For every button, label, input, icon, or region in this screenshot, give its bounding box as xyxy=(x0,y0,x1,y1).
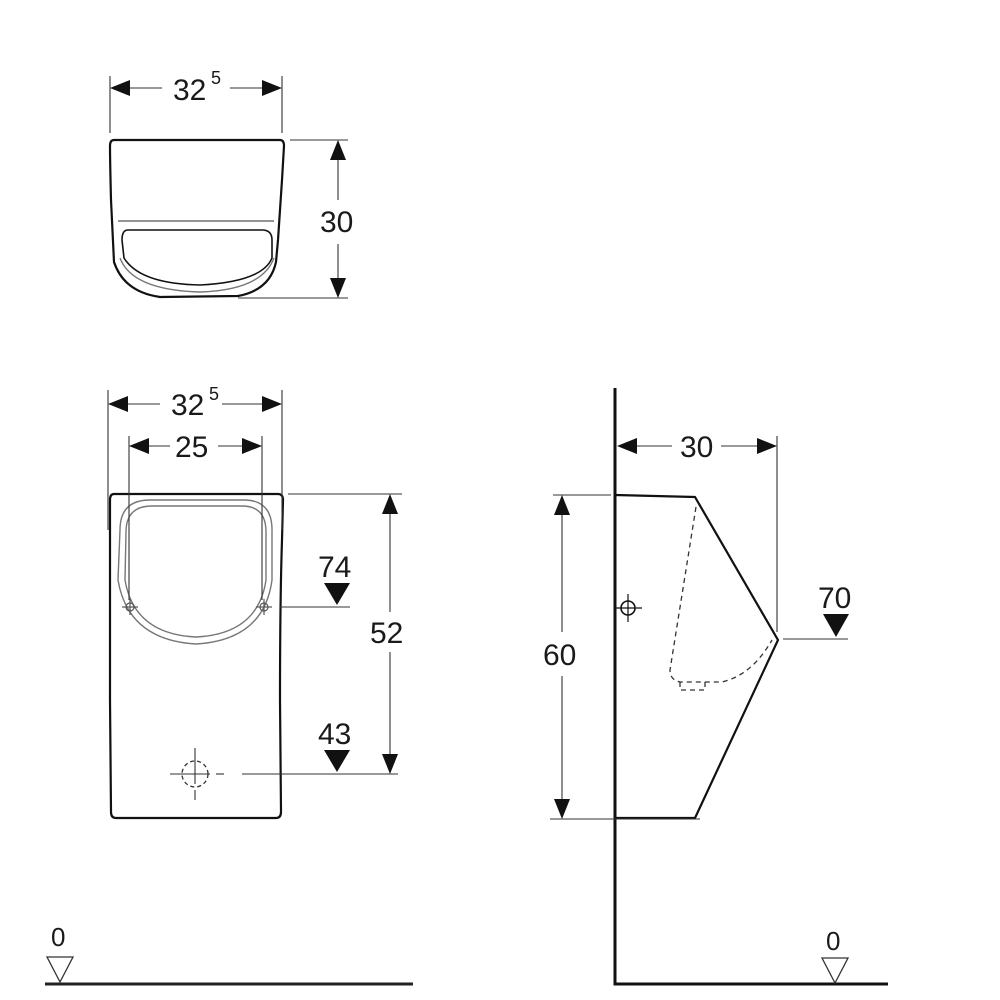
side-view-outline xyxy=(614,493,780,820)
fixing-level-label: 74 xyxy=(318,551,351,584)
level-marker-icon xyxy=(324,750,350,772)
front-width-sup: 5 xyxy=(209,384,219,404)
front-view-outline xyxy=(108,492,285,820)
fixing-point-left-icon xyxy=(122,599,138,615)
arrow-left-icon xyxy=(110,80,130,96)
arrow-down-icon xyxy=(330,278,346,298)
top-depth-label: 30 xyxy=(320,206,353,239)
rim-level-label: 70 xyxy=(818,582,851,615)
arrow-right-icon xyxy=(262,80,282,96)
arrow-right-icon xyxy=(242,438,262,454)
wall-and-floor-line xyxy=(613,388,888,986)
side-view-bowl-hidden xyxy=(669,506,773,683)
arrow-down-icon xyxy=(382,754,398,774)
arrow-up-icon xyxy=(382,494,398,514)
outlet-level-label: 43 xyxy=(318,718,351,751)
side-view: 30 60 70 0 xyxy=(543,388,888,986)
fixing-point-right-icon xyxy=(256,599,272,615)
arrow-up-icon xyxy=(330,140,346,160)
side-floor-level-label: 0 xyxy=(826,926,840,956)
level-marker-icon xyxy=(823,614,849,637)
front-view-bowl-outer xyxy=(117,499,273,645)
arrow-right-icon xyxy=(262,396,282,412)
arrow-left-icon xyxy=(129,438,149,454)
datum-marker-icon xyxy=(45,956,75,984)
front-view-bowl-inner xyxy=(124,505,267,638)
side-projection-label: 30 xyxy=(680,431,713,464)
top-width-sup: 5 xyxy=(211,68,221,88)
front-height-label: 52 xyxy=(370,617,403,650)
side-view-outlet-hidden xyxy=(679,682,706,691)
front-floor-level-label: 0 xyxy=(51,922,65,952)
level-marker-icon xyxy=(324,583,350,605)
top-view-bowl-lip xyxy=(119,257,275,293)
top-width-label: 32 xyxy=(173,74,206,107)
front-width-label: 32 xyxy=(171,389,204,422)
outlet-centre-icon xyxy=(170,748,224,800)
arrow-right-icon xyxy=(757,438,777,454)
fixing-spacing-label: 25 xyxy=(175,431,208,464)
arrow-left-icon xyxy=(108,396,128,412)
arrow-left-icon xyxy=(617,438,637,454)
fixing-point-side-icon xyxy=(616,594,642,622)
front-view: 32 5 25 52 74 43 0 xyxy=(45,384,413,986)
arrow-up-icon xyxy=(554,495,570,515)
top-view: 32 5 30 xyxy=(108,68,353,299)
arrow-down-icon xyxy=(554,799,570,819)
top-view-bowl xyxy=(121,229,273,286)
side-height-label: 60 xyxy=(543,639,576,672)
top-view-outline xyxy=(108,138,286,299)
datum-marker-icon xyxy=(820,957,850,985)
